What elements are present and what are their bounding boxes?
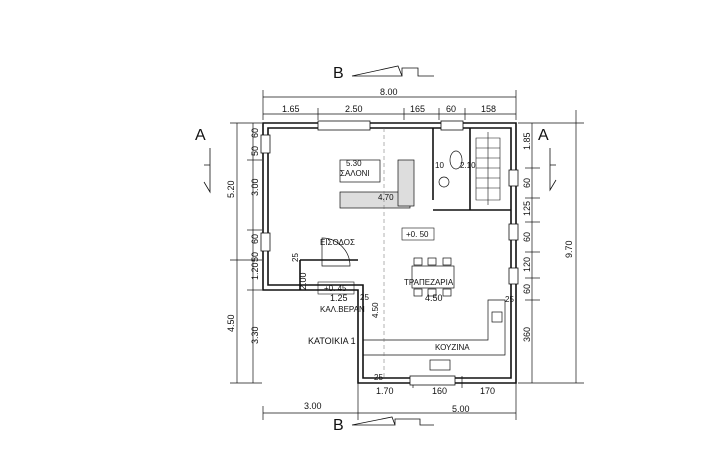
- left-dimensions: [230, 122, 262, 384]
- dining-table: [411, 257, 455, 297]
- section-a-left-arrow: [203, 148, 211, 194]
- v25b: 25: [360, 293, 369, 302]
- trap-dim: 4.50: [425, 293, 443, 303]
- wc-10: 10: [435, 161, 444, 170]
- dim-bottom-total-left: 3.00: [304, 401, 322, 411]
- dim-left-5: 50: [250, 252, 260, 262]
- level-box-1: [401, 227, 435, 241]
- dim-left-2: 50: [250, 146, 260, 156]
- walls: [262, 122, 517, 384]
- dim-left-6: 1.20: [250, 262, 260, 280]
- section-b-top: B: [333, 65, 344, 82]
- dim-left-outer: 5.20: [226, 180, 236, 198]
- veranda-dim: 1.25: [330, 293, 348, 303]
- dim-top-total: 8.00: [380, 87, 398, 97]
- v25d: 25: [374, 373, 383, 382]
- level-2: +0. 45: [324, 284, 347, 293]
- dim-left-1: 60: [250, 128, 260, 138]
- wc-210: 2.10: [460, 161, 476, 170]
- dim-bottom-3: 170: [480, 386, 495, 396]
- dim-top-1: 1.65: [282, 104, 300, 114]
- right-dimensions: [518, 110, 584, 384]
- label-katoikia: ΚΑΤΟΙΚΙΑ 1: [308, 336, 356, 346]
- dim-left-outer-lower: 4.50: [226, 314, 236, 332]
- top-dimensions: [262, 90, 517, 120]
- dim-right-4: 60: [522, 232, 532, 242]
- level-1: +0. 50: [406, 230, 429, 239]
- sink-icon: [438, 176, 450, 188]
- entrance-door: [321, 237, 351, 267]
- dim-top-4: 60: [446, 104, 456, 114]
- dim-right-7: 360: [522, 327, 532, 342]
- v25c: 25: [505, 295, 514, 304]
- dim-top-3: 165: [410, 104, 425, 114]
- section-a-left: A: [195, 127, 206, 144]
- v25a: 25: [291, 253, 300, 262]
- room-eisodos: ΕΙΣΟΔΟΣ: [320, 238, 355, 247]
- dim-right-2: 60: [522, 178, 532, 188]
- dim-top-5: 158: [481, 104, 496, 114]
- dim-right-5: 120: [522, 257, 532, 272]
- dim-right-6: 60: [522, 284, 532, 294]
- dim-left-8: 3.30: [250, 326, 260, 344]
- section-b-top-line: [401, 67, 434, 77]
- dim-bottom-2: 160: [432, 386, 447, 396]
- dim-bottom-1: 1.70: [376, 386, 394, 396]
- dim-right-3: 125: [522, 201, 532, 216]
- staircase: [475, 132, 501, 205]
- wc-icon: [449, 150, 463, 170]
- section-b-bottom-arrow: [351, 416, 434, 426]
- section-a-right-arrow: [549, 148, 557, 192]
- room-veranda: ΚΑΛ.ΒΕΡΑΝ: [320, 305, 365, 314]
- level-box-2: [317, 281, 355, 295]
- room-kouzina: ΚΟΥΖΙΝΑ: [435, 343, 470, 352]
- room-saloni: ΣΑΛΟΝΙ: [340, 169, 370, 178]
- dim-left-7: 2.00: [298, 272, 308, 290]
- dim-left-4: 60: [250, 234, 260, 244]
- inner-450: 4.50: [371, 302, 380, 318]
- kitchen-counter: [363, 299, 506, 371]
- dim-right-total: 9.70: [564, 240, 574, 258]
- dim-left-3: 3.00: [250, 178, 260, 196]
- section-b-top-arrow: [351, 65, 403, 77]
- inner-470: 4.70: [378, 193, 394, 202]
- saloni-dim: 5.30: [346, 159, 362, 168]
- windows: [260, 120, 519, 386]
- section-b-bottom: B: [333, 417, 344, 434]
- sofa-set: [339, 159, 415, 209]
- room-trapezaria: ΤΡΑΠΕΖΑΡΙΑ: [404, 278, 454, 287]
- dim-bottom-total-right: 5.00: [452, 404, 470, 414]
- dim-top-2: 2.50: [345, 104, 363, 114]
- dim-right-1: 1.85: [522, 132, 532, 150]
- section-a-right: A: [538, 127, 549, 144]
